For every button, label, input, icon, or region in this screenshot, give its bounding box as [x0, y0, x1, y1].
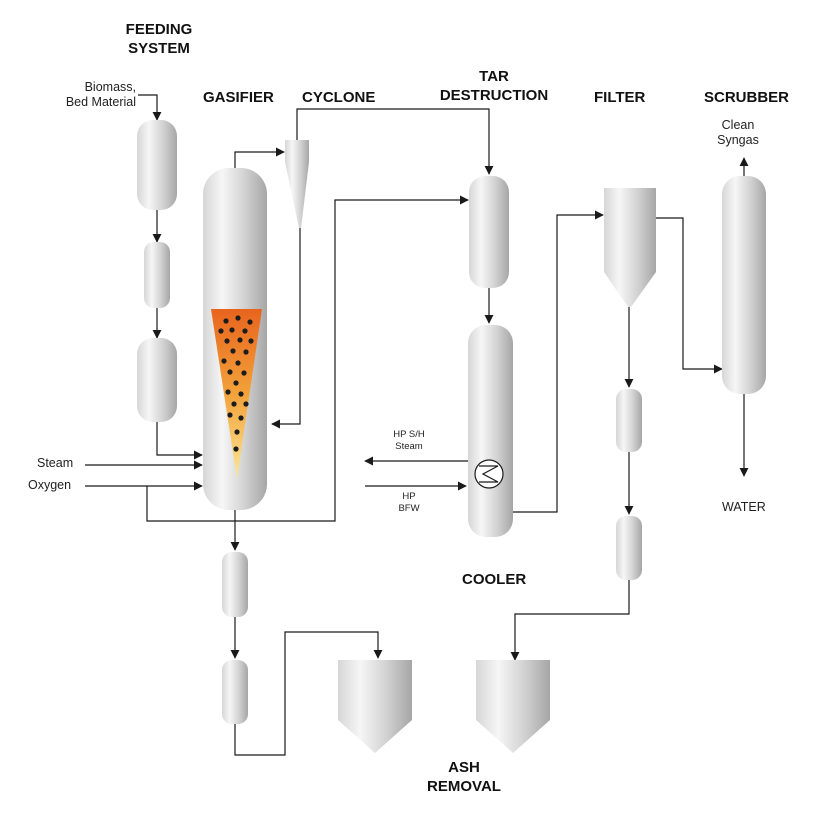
candle-filter [604, 188, 656, 307]
scrubber-label: SCRUBBER [704, 89, 790, 106]
bed-particle [223, 318, 229, 324]
ash-lockhopper-1 [222, 552, 248, 617]
scrubber-column [722, 176, 766, 394]
bed-particle [230, 348, 236, 354]
water-outlet-label: WATER [722, 500, 766, 514]
bed-particle [218, 328, 224, 334]
bed-particle [234, 429, 240, 435]
bed-particle [231, 401, 237, 407]
bed-particle [221, 358, 227, 364]
cyclone-to-tar-line [296, 108, 494, 175]
filter-lockhopper-2 [616, 516, 642, 580]
feed-hopper-2 [144, 242, 170, 308]
ash-lockhopper-2 [222, 660, 248, 724]
bed-particle [242, 328, 248, 334]
bed-particle [235, 315, 241, 321]
bed-particle [225, 389, 231, 395]
cyclone-label: CYCLONE [302, 89, 376, 106]
hp-bfw-label: HP BFW [398, 491, 420, 514]
bed-particle [229, 327, 235, 333]
oxygen-inlet-label: Oxygen [28, 478, 72, 492]
bed-particle [233, 446, 239, 452]
cooler-to-filter-line [513, 210, 604, 513]
cooler-label: COOLER [462, 571, 527, 588]
feed-hopper-1 [137, 120, 177, 210]
steam-inlet-label: Steam [37, 456, 74, 470]
gasifier-fluidized-bed [211, 309, 262, 479]
feeding-system-label: FEEDING SYSTEM [125, 21, 193, 57]
ash-removal-label: ASH REMOVAL [427, 759, 501, 795]
syngas-cooler [468, 325, 513, 537]
bed-particle [235, 360, 241, 366]
tar-destruction-label: TAR DESTRUCTION [439, 68, 549, 104]
recycle-loop-line [146, 195, 469, 522]
clean-syngas-label: Clean Syngas [717, 118, 759, 147]
bed-particle [238, 415, 244, 421]
feed-hopper-3 [137, 338, 177, 422]
biomass-feed-line [138, 94, 162, 121]
hp-sh-steam-label: HP S/H Steam [393, 429, 425, 452]
bed-particles [218, 315, 254, 452]
bed-particle [248, 338, 254, 344]
tar-destruction-reactor [469, 176, 509, 288]
cyclone-cone [285, 162, 309, 228]
bed-particle [247, 319, 253, 325]
bed-particle [224, 338, 230, 344]
bed-particle [227, 369, 233, 375]
bed-particle [243, 401, 249, 407]
gasifier-label: GASIFIER [203, 89, 274, 106]
filter-ash-to-bin-line [510, 580, 630, 661]
biomass-feed-label: Biomass, Bed Material [65, 80, 136, 109]
gasifier-ash-to-bin-line [234, 631, 383, 756]
bed-particle [241, 370, 247, 376]
ash-bin-filter [476, 660, 550, 753]
bed-particle [227, 412, 233, 418]
hopper-3-to-gasifier-line [156, 422, 203, 460]
bed-particle [237, 337, 243, 343]
filter-lockhopper-1 [616, 389, 642, 452]
gasifier-to-cyclone-line [234, 147, 285, 168]
bed-particle [243, 349, 249, 355]
heat-exchanger-icon [474, 459, 504, 489]
filter-label: FILTER [594, 89, 646, 106]
ash-bin-gasifier [338, 660, 412, 753]
bed-particle [233, 380, 239, 386]
cyclone-solids-return-line [271, 228, 301, 429]
filter-to-scrubber-line [656, 217, 723, 374]
bed-particle [238, 391, 244, 397]
cyclone-body [285, 140, 309, 162]
